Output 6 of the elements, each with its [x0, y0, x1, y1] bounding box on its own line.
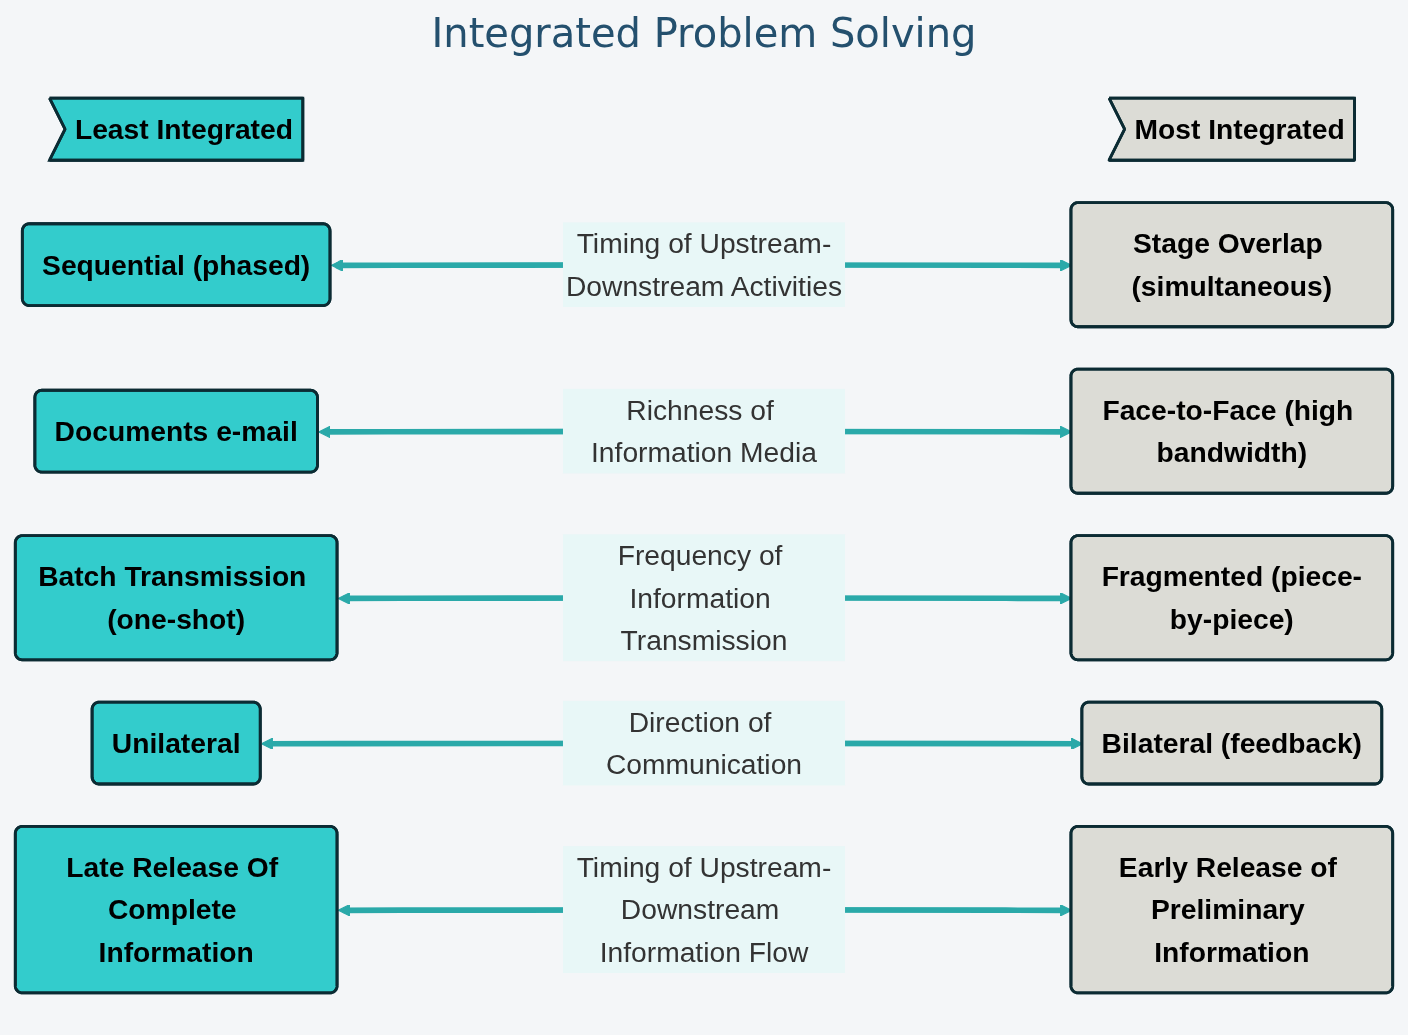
edge-label: Frequency of Information Transmission: [617, 539, 788, 656]
edge-label: Richness of Information Media: [591, 393, 817, 468]
edge-label: Timing of Upstream-Downstream Information Flow: [576, 851, 832, 967]
diagram-title: Integrated Problem Solving: [430, 10, 978, 56]
edge-label: Timing of Upstream-Downstream Activities: [565, 227, 843, 301]
edge-label: Direction of Communication: [605, 705, 803, 780]
